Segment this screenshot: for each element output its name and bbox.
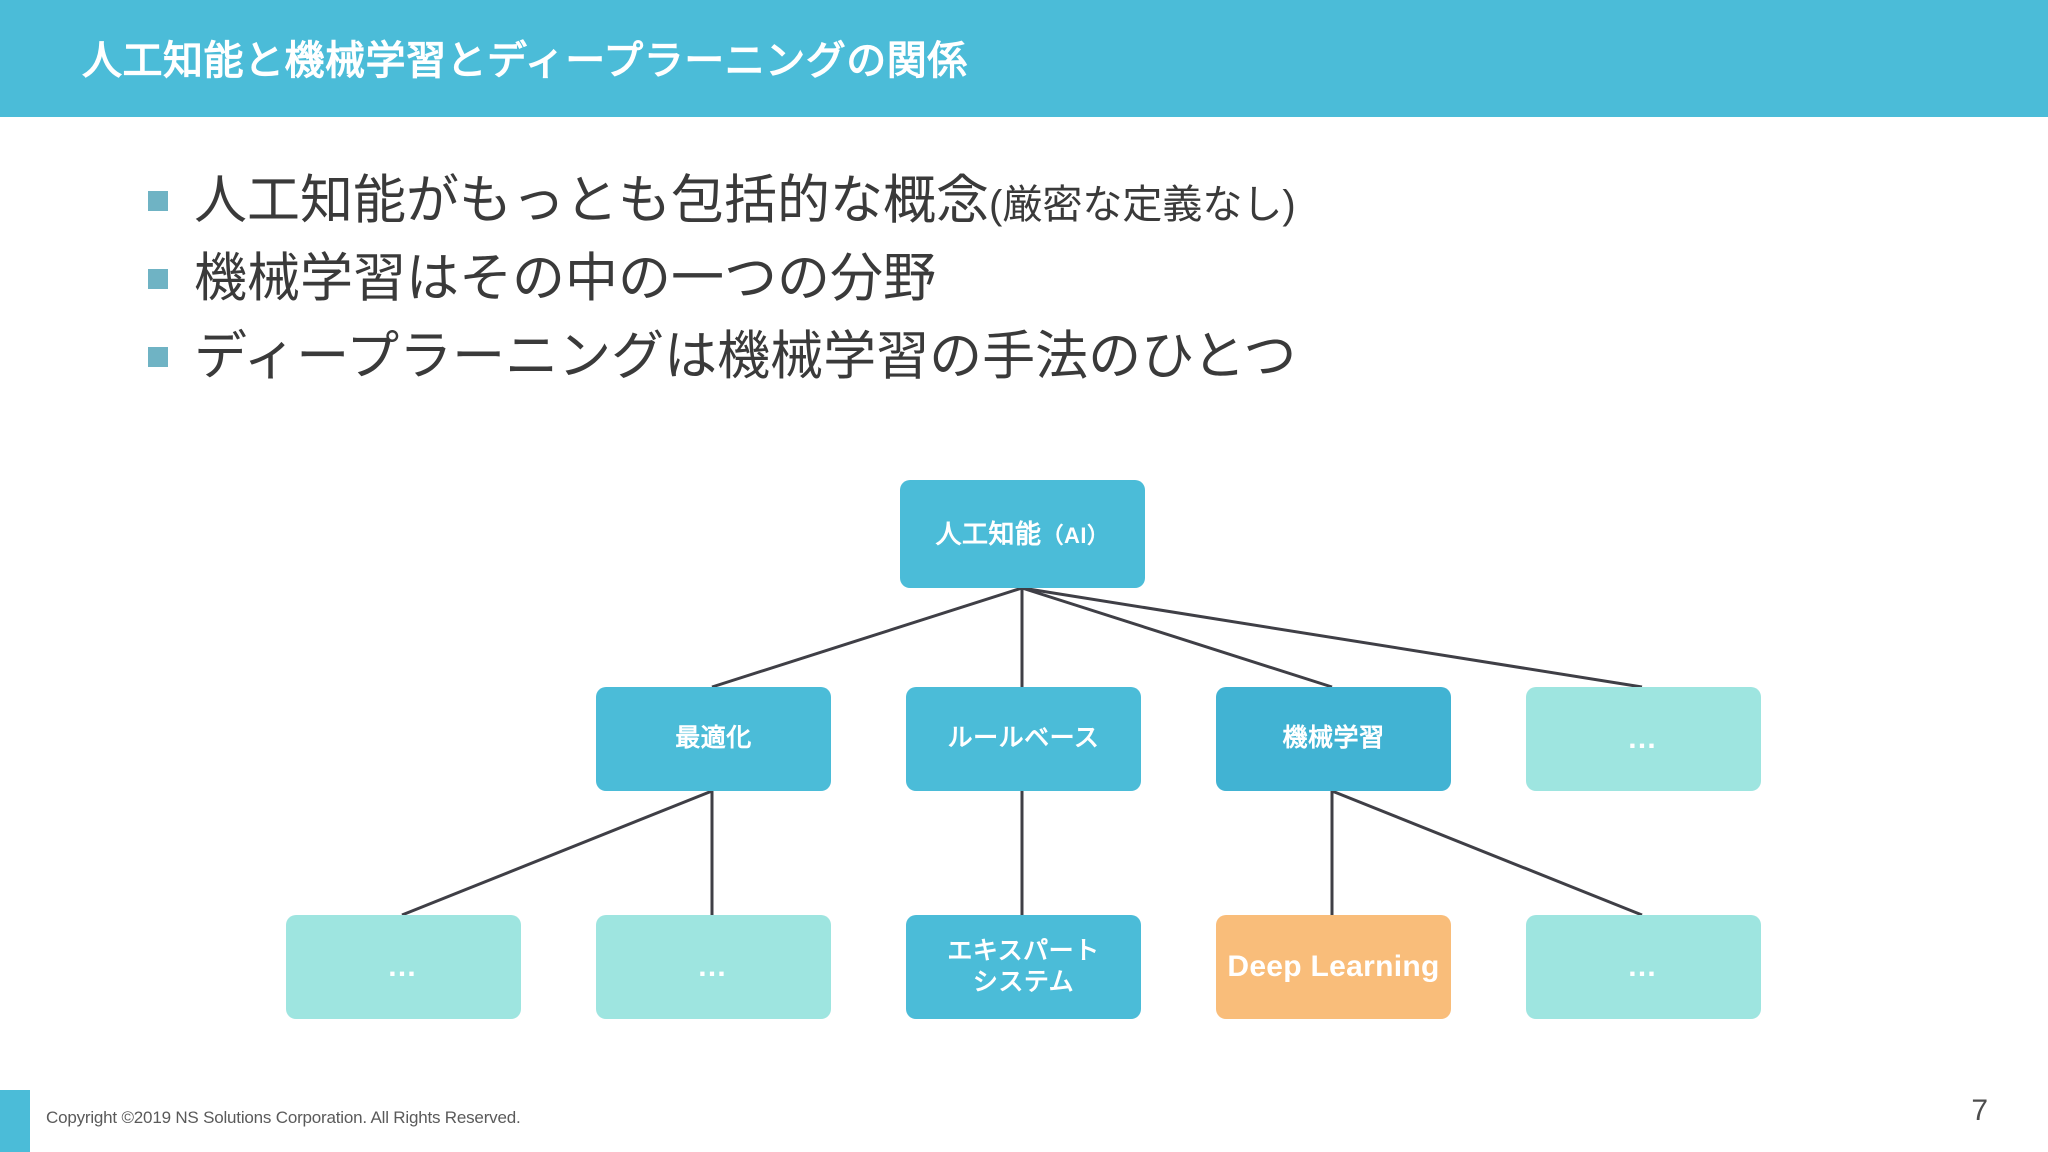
page-title: 人工知能と機械学習とディープラーニングの関係 bbox=[82, 39, 968, 83]
bullet-text: 人工知能がもっとも包括的な概念(厳密な定義なし) bbox=[194, 173, 1296, 229]
bullet-paren-text: (厳密な定義なし) bbox=[989, 183, 1296, 228]
page-number: 7 bbox=[1971, 1094, 1988, 1127]
bullet-text: 機械学習はその中の一つの分野 bbox=[194, 251, 936, 307]
diagram-node-label: … bbox=[1627, 950, 1660, 984]
diagram-node-optimization-child-1[interactable]: … bbox=[286, 915, 521, 1019]
diagram-node-rule-based[interactable]: ルールベース bbox=[906, 687, 1141, 791]
footer-accent-bar bbox=[0, 1090, 30, 1152]
title-band: 人工知能と機械学習とディープラーニングの関係 bbox=[0, 0, 2048, 117]
bullet-square-icon bbox=[148, 269, 168, 289]
diagram-node-label: … bbox=[387, 950, 420, 984]
bullet-square-icon bbox=[148, 191, 168, 211]
diagram-node-ai-other[interactable]: … bbox=[1526, 687, 1761, 791]
node-label-line-2: システム bbox=[972, 968, 1075, 996]
diagram-node-label: 人工知能（AI） bbox=[935, 518, 1109, 551]
copyright-text: Copyright ©2019 NS Solutions Corporation… bbox=[46, 1108, 521, 1127]
bullet-main-text: 機械学習はその中の一つの分野 bbox=[194, 249, 936, 309]
bullet-text: ディープラーニングは機械学習の手法のひとつ bbox=[194, 329, 1296, 385]
diagram-node-label: … bbox=[1627, 722, 1660, 756]
diagram-node-label: Deep Learning bbox=[1227, 950, 1440, 984]
diagram-node-label: … bbox=[697, 950, 730, 984]
diagram-node-label: 最適化 bbox=[675, 724, 752, 753]
node-suffix-label: （AI） bbox=[1041, 522, 1110, 548]
list-item: 機械学習はその中の一つの分野 bbox=[148, 240, 1848, 318]
bullet-main-text: ディープラーニングは機械学習の手法のひとつ bbox=[194, 327, 1297, 387]
node-main-label: 人工知能 bbox=[935, 518, 1042, 549]
diagram-node-machine-learning[interactable]: 機械学習 bbox=[1216, 687, 1451, 791]
diagram-node-label: 機械学習 bbox=[1282, 724, 1385, 753]
bullet-list: 人工知能がもっとも包括的な概念(厳密な定義なし) 機械学習はその中の一つの分野 … bbox=[148, 162, 1848, 396]
diagram-node-optimization-child-2[interactable]: … bbox=[596, 915, 831, 1019]
diagram-node-ml-other[interactable]: … bbox=[1526, 915, 1761, 1019]
diagram-node-expert-system[interactable]: エキスパートシステム bbox=[906, 915, 1141, 1019]
bullet-main-text: 人工知能がもっとも包括的な概念 bbox=[194, 171, 989, 231]
diagram-node-label: エキスパートシステム bbox=[947, 936, 1099, 999]
hierarchy-diagram: 人工知能（AI） 最適化 ルールベース 機械学習 … … … エキスパートシステ… bbox=[0, 455, 2048, 1055]
diagram-node-label: ルールベース bbox=[947, 724, 1100, 753]
node-label-line-1: エキスパート bbox=[947, 936, 1100, 965]
diagram-node-deep-learning[interactable]: Deep Learning bbox=[1216, 915, 1451, 1019]
diagram-node-ai[interactable]: 人工知能（AI） bbox=[900, 480, 1145, 588]
list-item: ディープラーニングは機械学習の手法のひとつ bbox=[148, 318, 1848, 396]
list-item: 人工知能がもっとも包括的な概念(厳密な定義なし) bbox=[148, 162, 1848, 240]
diagram-node-optimization[interactable]: 最適化 bbox=[596, 687, 831, 791]
bullet-square-icon bbox=[148, 347, 168, 367]
